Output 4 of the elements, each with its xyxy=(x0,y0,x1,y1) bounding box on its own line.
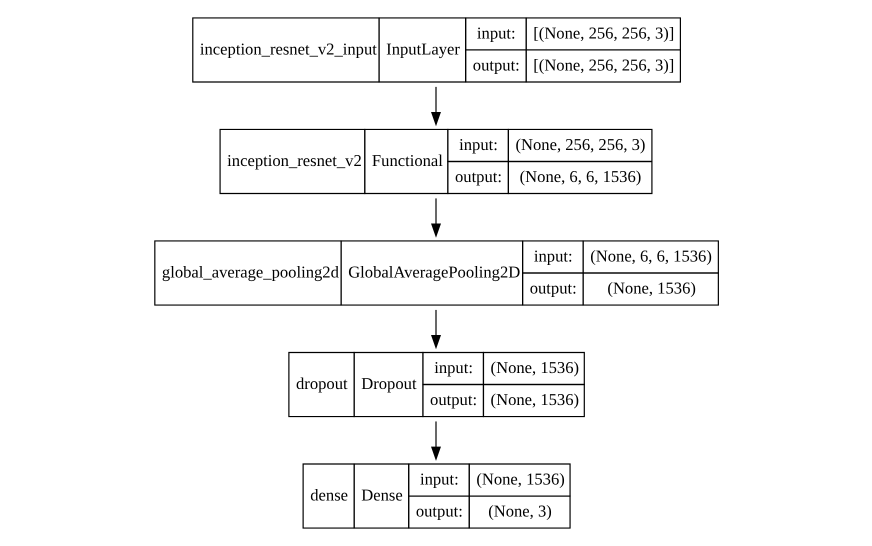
arrow xyxy=(431,198,441,238)
arrow xyxy=(431,86,441,126)
arrow xyxy=(431,421,441,461)
arrow xyxy=(431,310,441,350)
